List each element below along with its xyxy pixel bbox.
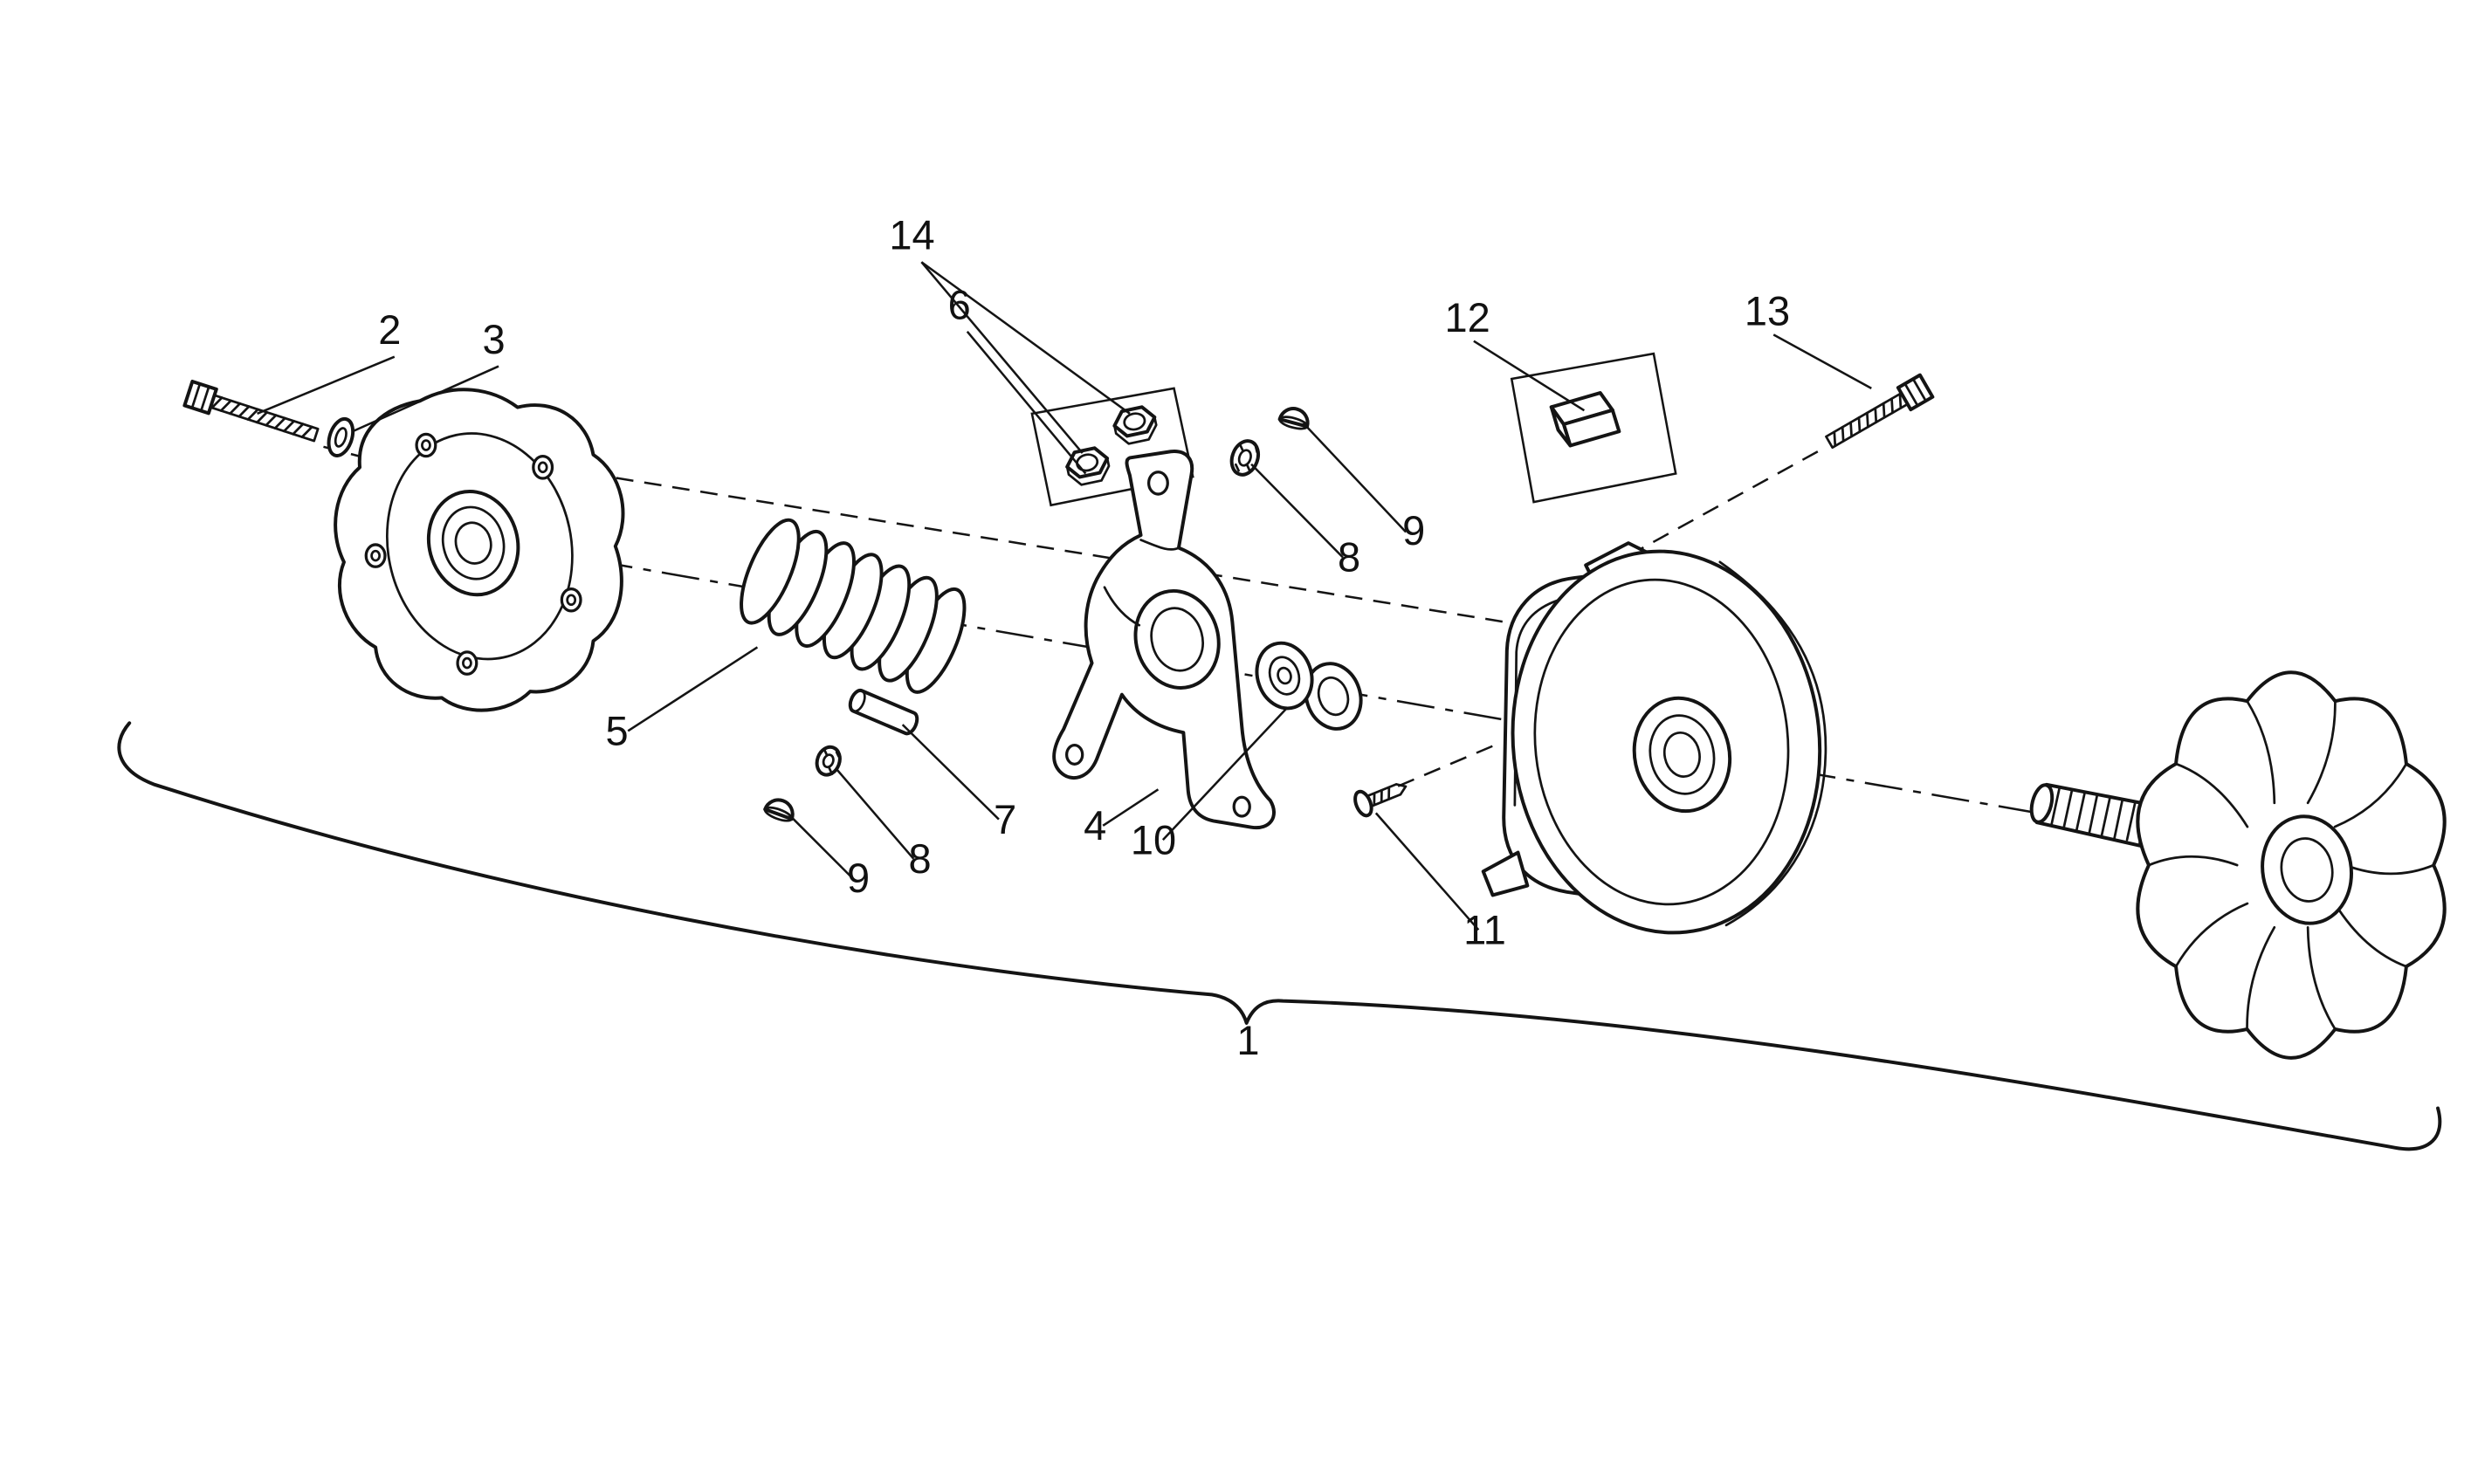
assembly-brace — [117, 721, 2442, 1151]
callout-label-10: 10 — [1131, 816, 1176, 862]
callout-label-11: 11 — [1463, 906, 1506, 952]
callout-label-7: 7 — [994, 796, 1016, 842]
callout-label-3: 3 — [483, 316, 506, 362]
nut-6b — [1112, 405, 1158, 445]
callout-label-8: 8 — [909, 835, 932, 882]
callout-label-9: 9 — [1402, 507, 1425, 553]
washer-3 — [327, 416, 355, 457]
callout-label-13: 13 — [1745, 288, 1790, 334]
callout-label-8: 8 — [1338, 534, 1360, 581]
washer-8-lower — [815, 745, 842, 777]
screw-11 — [1353, 783, 1408, 818]
callout-label-6: 6 — [948, 281, 971, 327]
slider-shoe-12 — [1549, 391, 1621, 448]
nut-6a — [1065, 446, 1111, 486]
bolt-2 — [182, 379, 320, 443]
fan-spokes — [2147, 699, 2435, 1031]
callout-label-1: 1 — [1236, 1017, 1259, 1063]
cover-plate-bolt-holes — [364, 432, 582, 676]
slider-retainer-plate — [1510, 352, 1677, 504]
callout-label-4: 4 — [1084, 802, 1106, 848]
callout-label-2: 2 — [378, 306, 401, 353]
clutch-cover-plate — [334, 388, 625, 712]
nut-retainer-plate — [1030, 387, 1194, 507]
cap-9-lower — [763, 798, 795, 822]
callout-label-12: 12 — [1445, 294, 1490, 340]
bolt-13 — [1825, 373, 1935, 450]
compression-spring-5 — [740, 518, 967, 694]
washer-8-upper — [1229, 439, 1261, 477]
leader-lines — [257, 261, 1872, 931]
callout-label-5: 5 — [606, 708, 629, 754]
pin-7 — [848, 688, 919, 736]
fixed-sheave-disc — [1511, 549, 1827, 935]
movable-sheave-fan — [2136, 670, 2447, 1060]
spider-arm-4 — [1052, 450, 1276, 830]
callout-label-14: 14 — [889, 212, 934, 258]
rollers-10 — [1255, 641, 1363, 731]
callout-label-9: 9 — [847, 855, 870, 901]
